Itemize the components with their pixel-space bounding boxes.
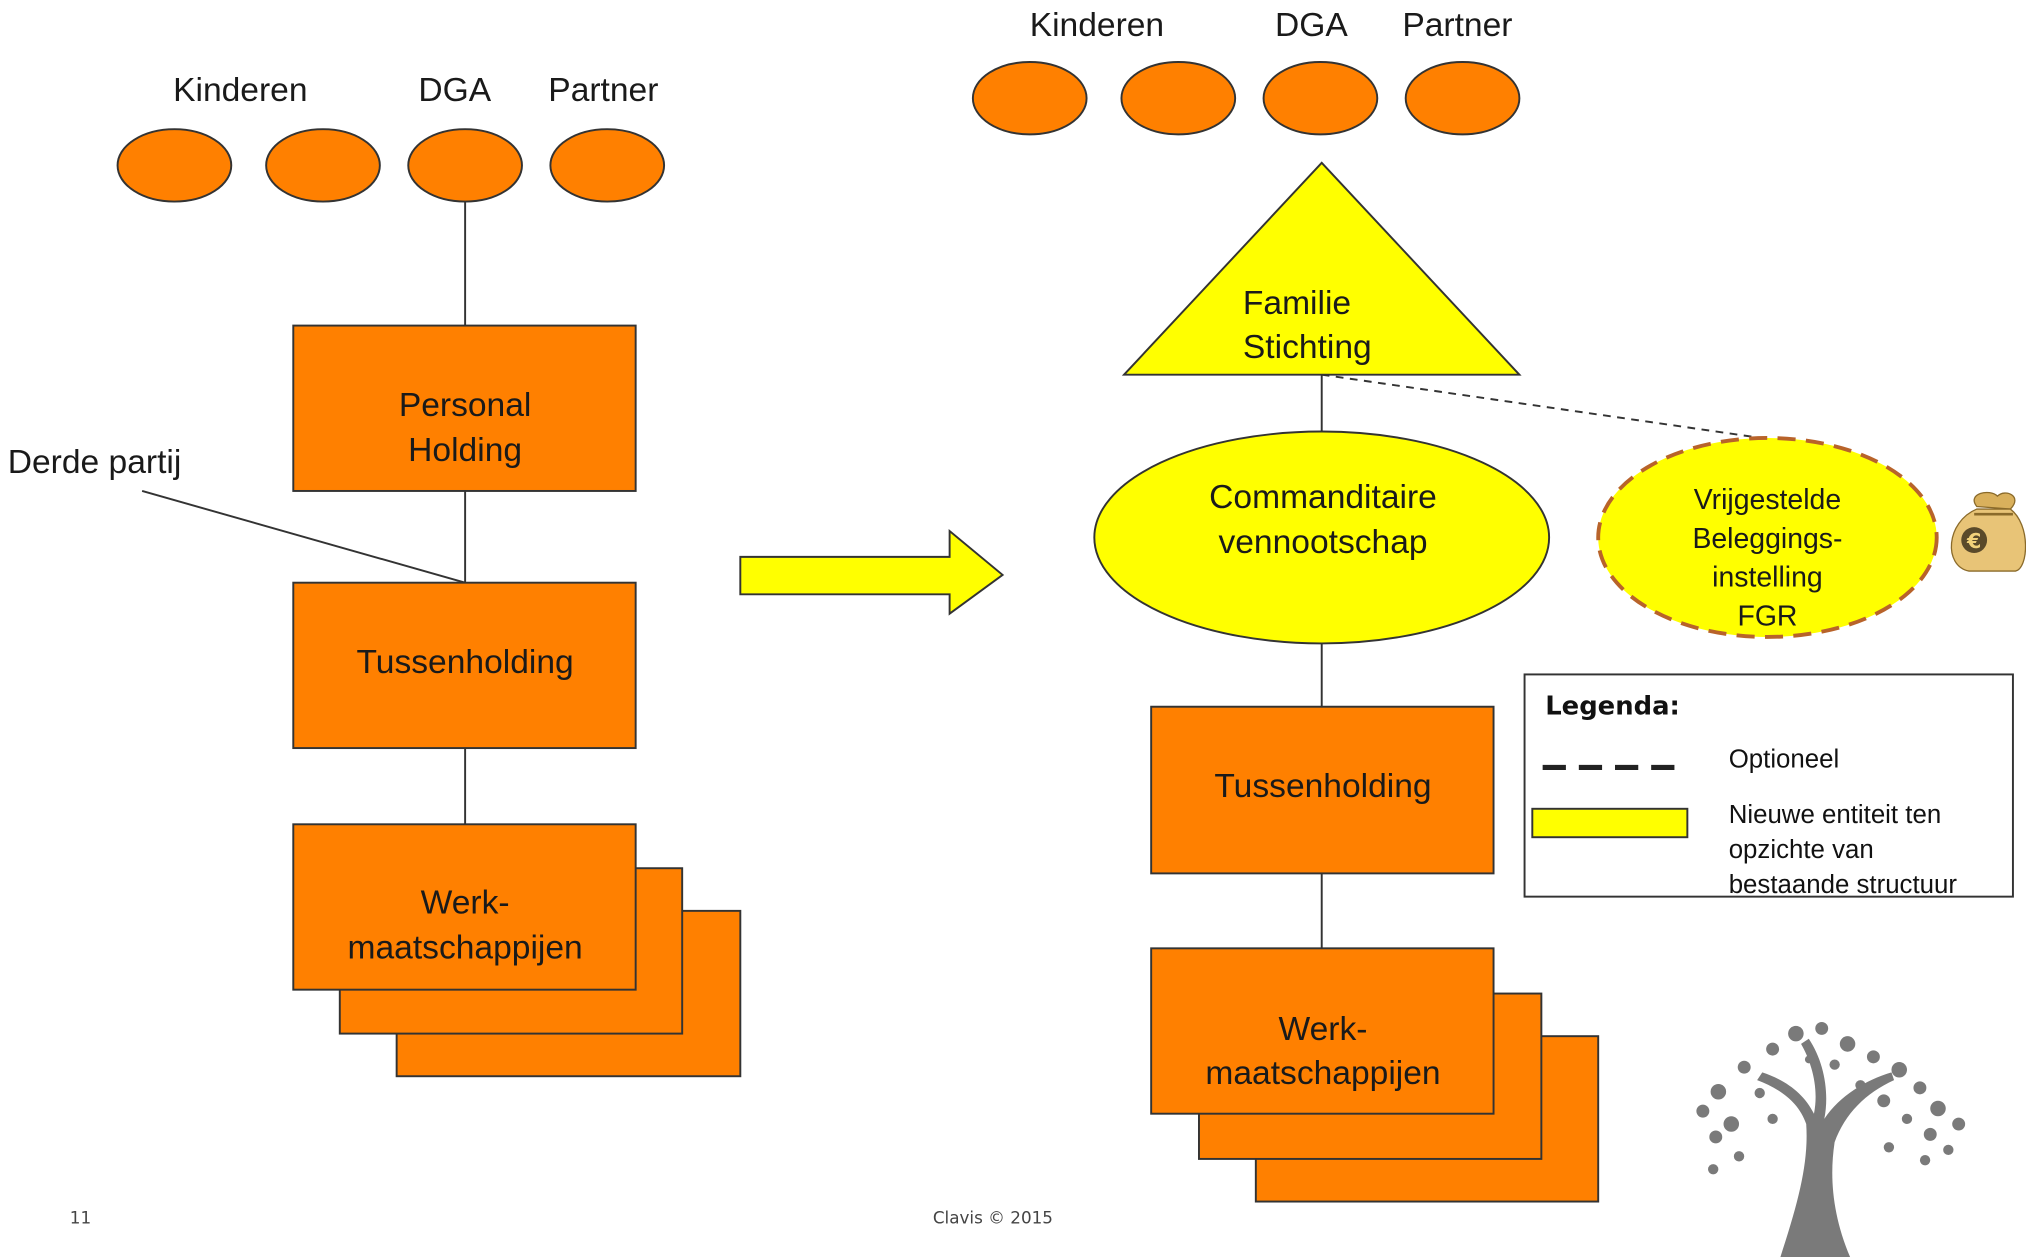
left-person-oval bbox=[549, 128, 666, 203]
right-werkmaatschappij-box bbox=[1150, 947, 1495, 1115]
left-person-oval bbox=[116, 128, 233, 203]
right-werkmaatschappij-label-2: maatschappijen bbox=[1205, 1055, 1440, 1092]
euro-symbol: € bbox=[1966, 529, 1981, 553]
fgr-label-3: instelling bbox=[1712, 562, 1823, 594]
legend-new-entity-label-3: bestaande structuur bbox=[1729, 871, 1958, 899]
right-person-oval bbox=[1404, 61, 1521, 136]
fgr-label-4: FGR bbox=[1737, 600, 1797, 632]
right-werkmaatschappij-label-1: Werk- bbox=[1279, 1011, 1368, 1048]
legend-new-entity-label-1: Nieuwe entiteit ten bbox=[1729, 801, 1942, 829]
werkmaatschappij-label-2: maatschappijen bbox=[348, 930, 583, 967]
left-dga-oval bbox=[407, 128, 523, 203]
arrow-right-icon bbox=[739, 528, 1005, 616]
werkmaatschappij-label-1: Werk- bbox=[421, 884, 510, 921]
legend: Legenda: Optioneel Nieuwe entiteit ten o… bbox=[1523, 673, 2014, 899]
tree-logo-icon bbox=[1696, 1021, 1966, 1257]
optional-dashed-line bbox=[1321, 373, 1771, 441]
right-structure: Kinderen DGA Partner Familie Stichting C… bbox=[971, 7, 2026, 1203]
left-structure: Kinderen DGA Partner Personal Holding De… bbox=[8, 72, 742, 1078]
page-number: 11 bbox=[70, 1208, 91, 1228]
fgr-label-1: Vrijgestelde bbox=[1694, 484, 1841, 516]
familie-stichting-label-1: Familie bbox=[1243, 285, 1351, 322]
cv-label-1: Commanditaire bbox=[1209, 479, 1437, 516]
legend-title: Legenda: bbox=[1545, 691, 1680, 721]
werkmaatschappij-box bbox=[292, 823, 637, 991]
personal-holding-box bbox=[292, 324, 637, 492]
third-party-line bbox=[141, 490, 466, 584]
personal-holding-label-2: Holding bbox=[408, 432, 522, 469]
left-person-oval bbox=[265, 128, 381, 203]
familie-stichting-label-2: Stichting bbox=[1243, 329, 1372, 366]
third-party-label: Derde partij bbox=[8, 444, 182, 481]
left-label-partner: Partner bbox=[548, 72, 658, 109]
personal-holding-label-1: Personal bbox=[399, 387, 532, 424]
left-label-dga: DGA bbox=[418, 72, 491, 109]
right-person-oval bbox=[971, 61, 1088, 136]
right-dga-oval bbox=[1262, 61, 1379, 136]
right-label-kinderen: Kinderen bbox=[1030, 7, 1164, 44]
right-tussenholding-label: Tussenholding bbox=[1214, 768, 1431, 805]
tussenholding-label: Tussenholding bbox=[357, 644, 574, 681]
tussenholding-box bbox=[292, 581, 637, 750]
fgr-ellipse bbox=[1596, 436, 1939, 639]
legend-box bbox=[1523, 673, 2014, 898]
legend-new-entity-label-2: opzichte van bbox=[1729, 836, 1874, 864]
legend-optional-label: Optioneel bbox=[1729, 745, 1840, 773]
fgr-label-2: Beleggings- bbox=[1692, 523, 1842, 555]
right-tussenholding-box bbox=[1150, 705, 1495, 875]
cv-ellipse bbox=[1093, 430, 1551, 645]
right-label-partner: Partner bbox=[1402, 7, 1512, 44]
familie-stichting-triangle bbox=[1121, 161, 1522, 376]
right-person-oval bbox=[1120, 61, 1237, 136]
left-label-kinderen: Kinderen bbox=[173, 72, 307, 109]
right-label-dga: DGA bbox=[1275, 7, 1348, 44]
money-bag-icon: € bbox=[1950, 491, 2026, 572]
legend-yellow-sample bbox=[1531, 807, 1689, 839]
cv-label-2: vennootschap bbox=[1218, 524, 1427, 561]
copyright-footer: Clavis © 2015 bbox=[933, 1208, 1053, 1228]
